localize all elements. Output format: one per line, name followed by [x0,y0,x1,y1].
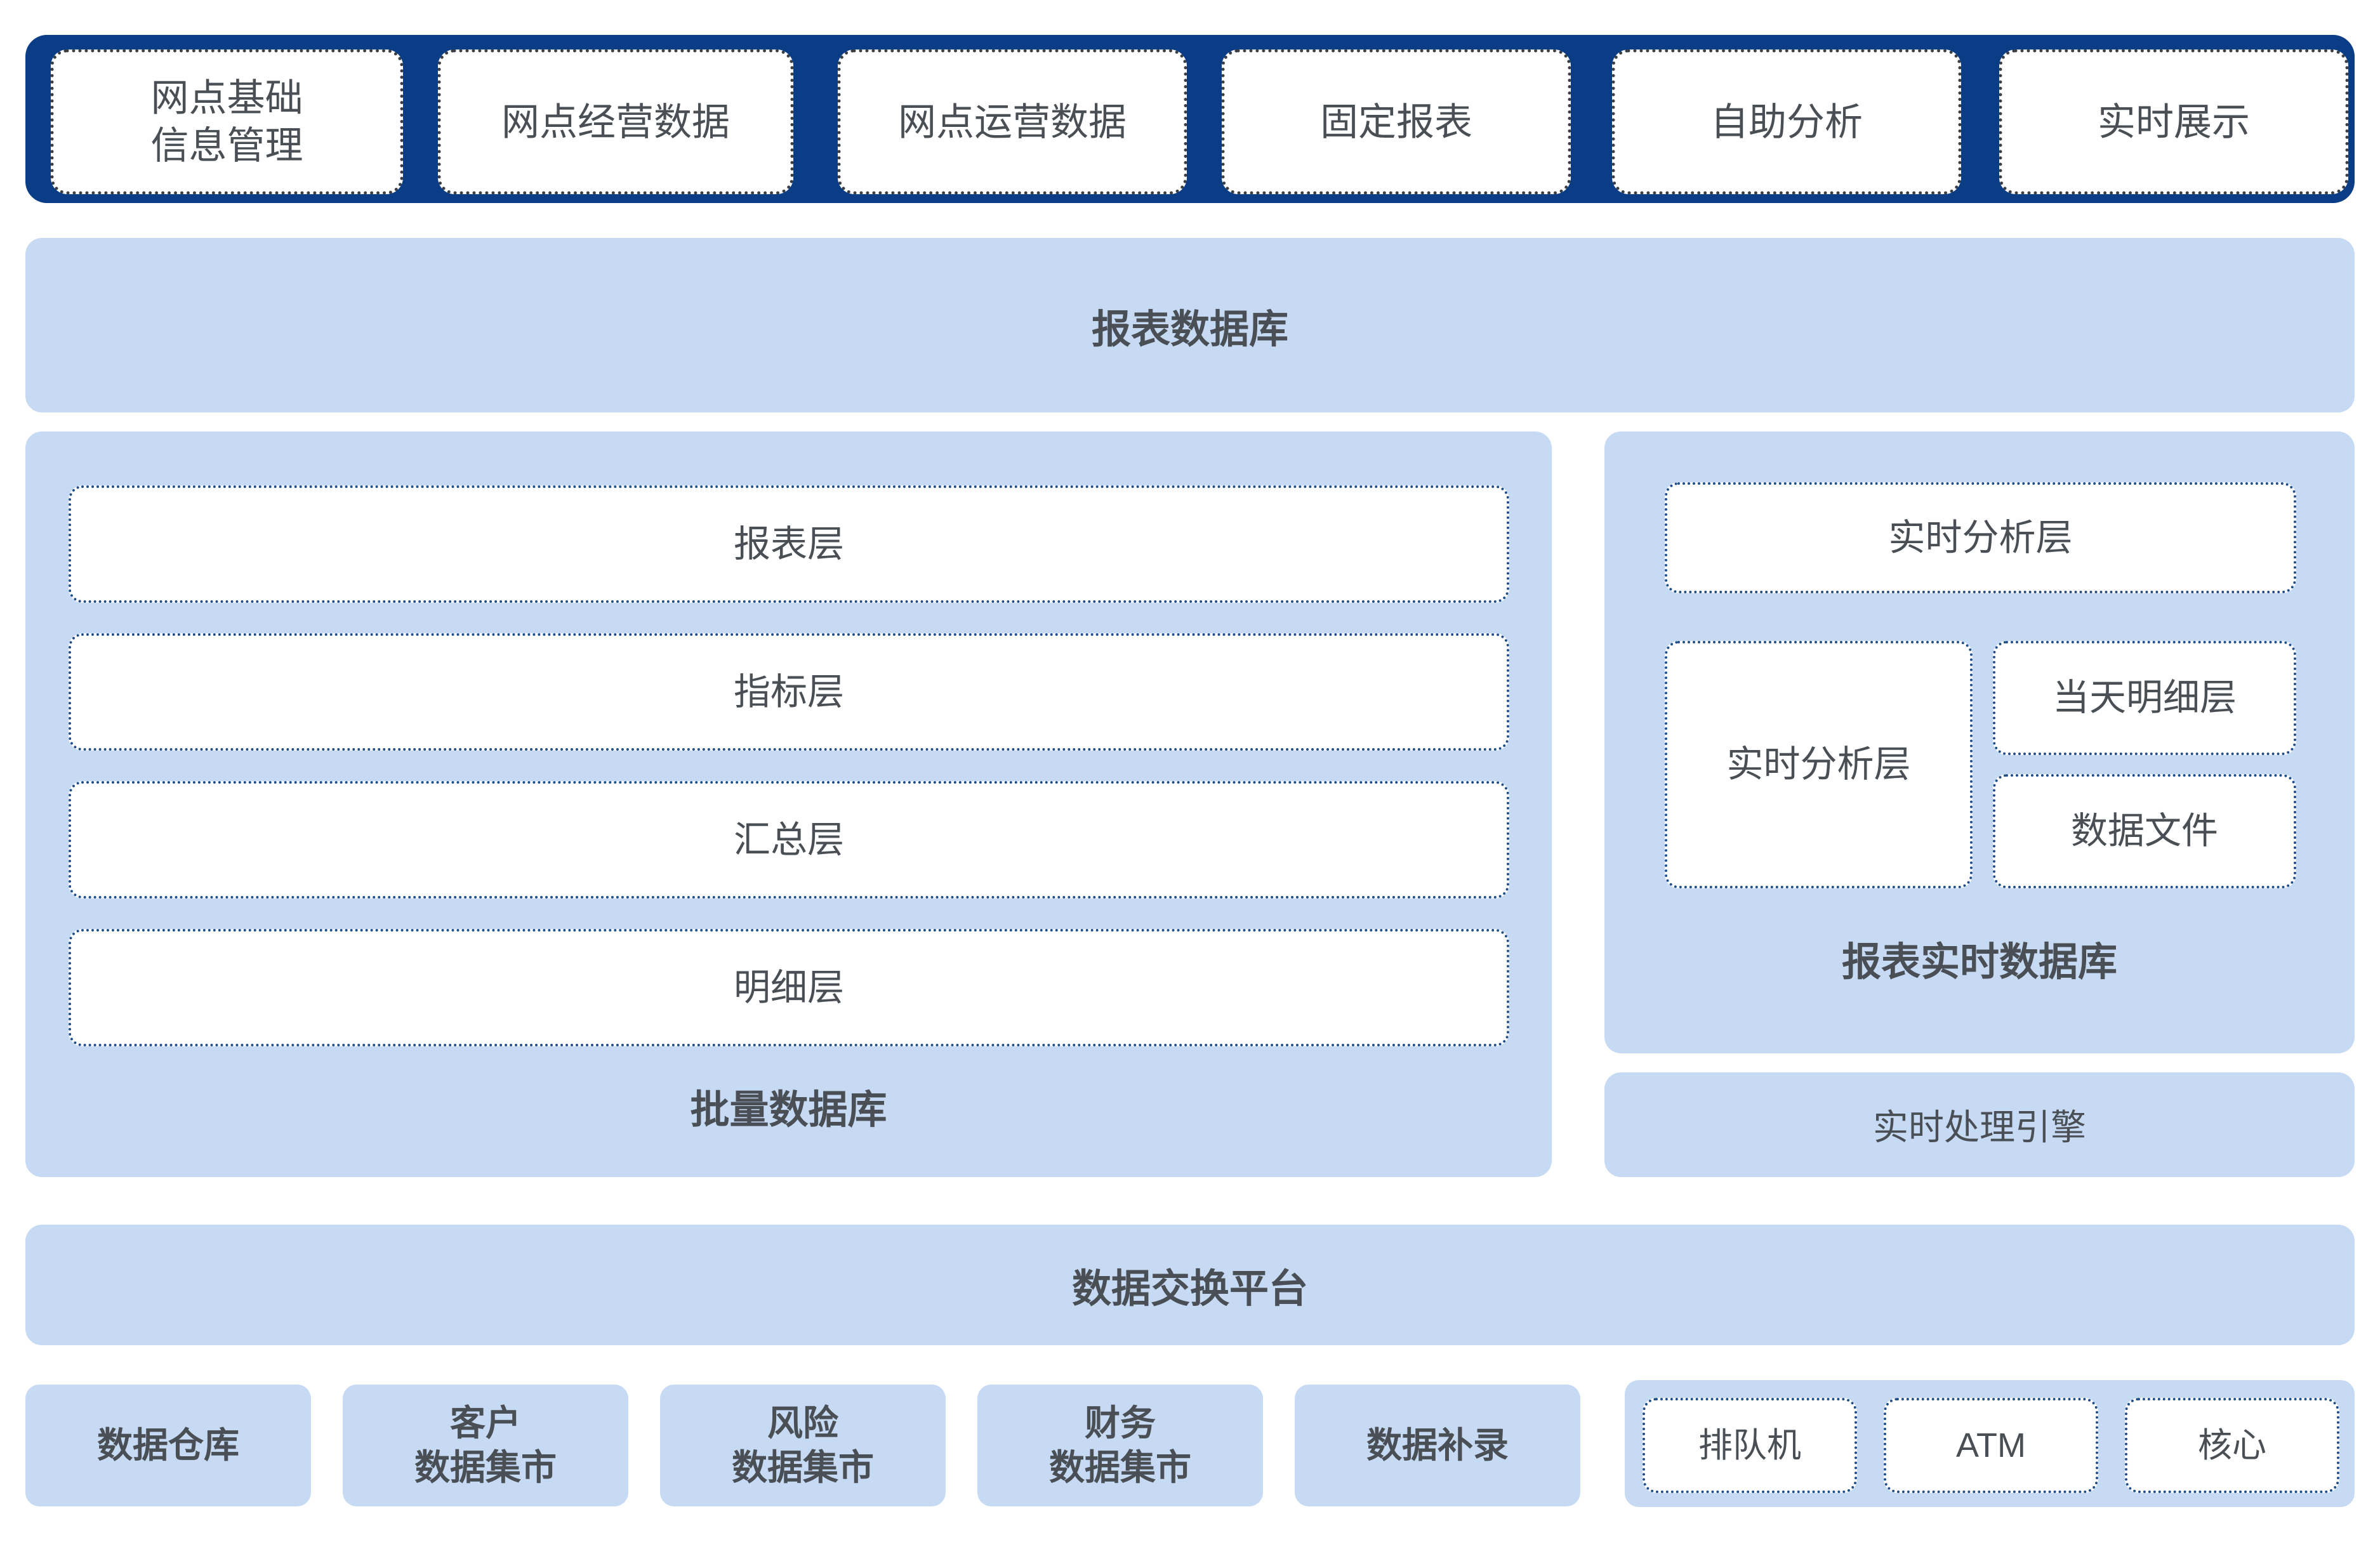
source-risk-data-mart[interactable]: 风险 数据集市 [660,1385,946,1506]
source-queue-machine[interactable]: 排队机 [1643,1398,1857,1493]
data-exchange-platform-band: 数据交换平台 [25,1225,2355,1345]
appbar-item-branch-operation-data[interactable]: 网点运营数据 [838,49,1187,194]
source-customer-data-mart[interactable]: 客户 数据集市 [343,1385,628,1506]
data-exchange-platform-title: 数据交换平台 [1071,1267,1308,1311]
batch-layer-summary[interactable]: 汇总层 [69,781,1509,899]
appbar-item-self-service-analysis[interactable]: 自助分析 [1612,49,1961,194]
source-channel-group: 排队机 ATM 核心 [1625,1380,2355,1507]
batch-layer-report[interactable]: 报表层 [69,485,1509,603]
batch-database-title: 批量数据库 [690,1088,887,1132]
realtime-analysis-layer-top[interactable]: 实时分析层 [1665,482,2296,593]
batch-database-panel: 报表层 指标层 汇总层 明细层 批量数据库 [25,431,1552,1177]
realtime-processing-engine-title: 实时处理引擎 [1873,1107,2086,1147]
appbar-item-branch-business-data[interactable]: 网点经营数据 [438,49,793,194]
source-data-supplement[interactable]: 数据补录 [1295,1385,1580,1506]
source-core-system[interactable]: 核心 [2125,1398,2339,1493]
realtime-report-database-title: 报表实时数据库 [1841,940,2117,984]
realtime-report-database-panel: 实时分析层 实时分析层 当天明细层 数据文件 报表实时数据库 [1604,431,2355,1053]
batch-layer-metric[interactable]: 指标层 [69,633,1509,751]
data-file-box[interactable]: 数据文件 [1993,774,2296,888]
source-atm[interactable]: ATM [1884,1398,2098,1493]
source-finance-data-mart[interactable]: 财务 数据集市 [977,1385,1263,1506]
realtime-processing-engine-panel: 实时处理引擎 [1604,1072,2355,1177]
realtime-analysis-layer-left[interactable]: 实时分析层 [1665,641,1973,888]
appbar-item-fixed-report[interactable]: 固定报表 [1222,49,1571,194]
appbar-item-realtime-display[interactable]: 实时展示 [1999,49,2348,194]
report-database-title: 报表数据库 [1091,307,1288,352]
same-day-detail-layer[interactable]: 当天明细层 [1993,641,2296,755]
appbar-item-branch-basic-info[interactable]: 网点基础 信息管理 [51,49,403,194]
source-data-warehouse[interactable]: 数据仓库 [25,1385,311,1506]
batch-layer-detail[interactable]: 明细层 [69,929,1509,1046]
report-database-band: 报表数据库 [25,238,2355,412]
application-layer-bar: 网点基础 信息管理 网点经营数据 网点运营数据 固定报表 自助分析 实时展示 [25,35,2355,203]
